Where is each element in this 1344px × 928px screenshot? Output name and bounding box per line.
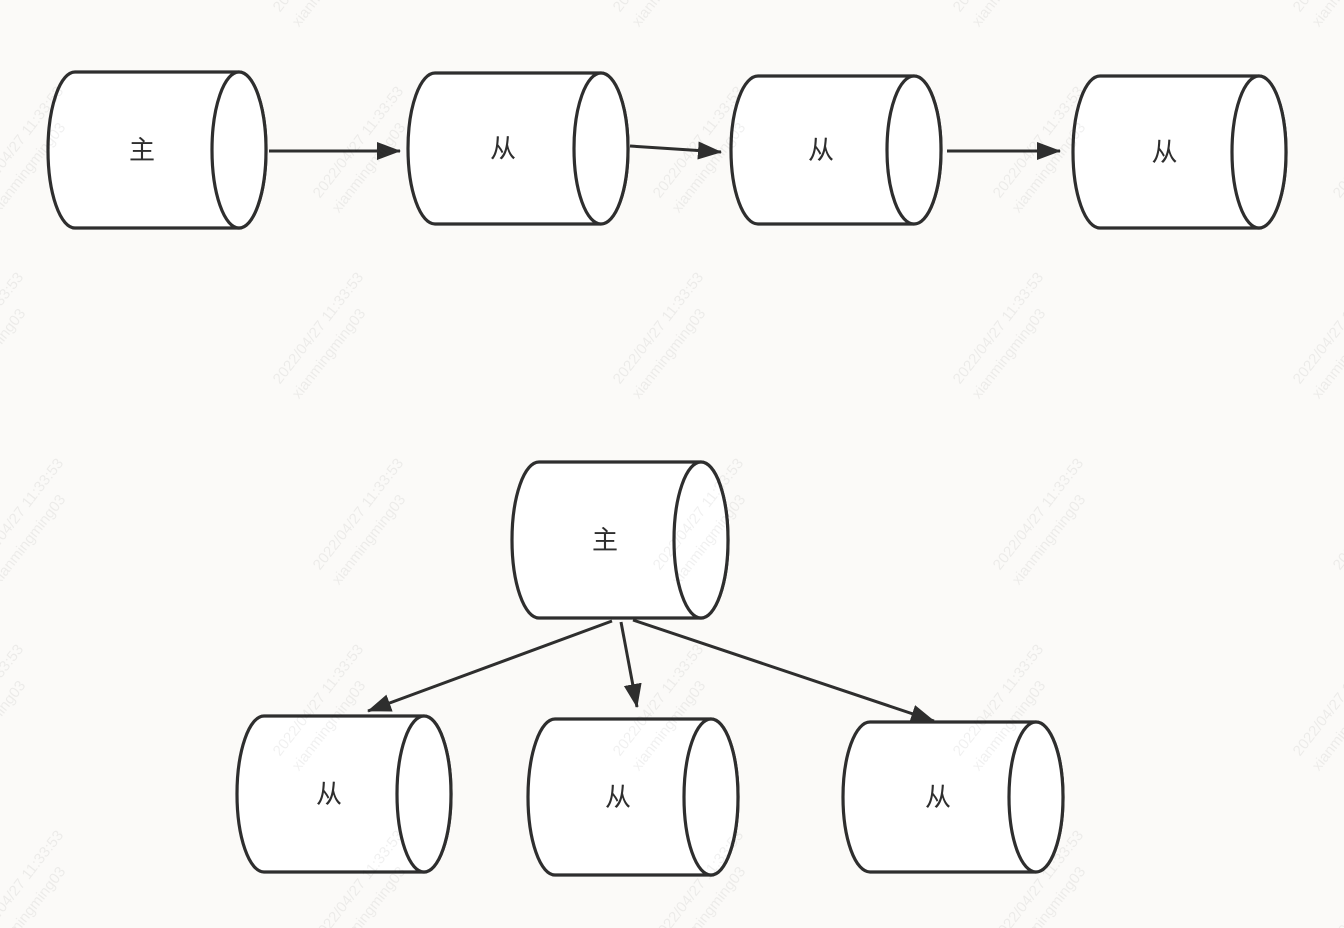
node-label: 从	[1151, 137, 1177, 167]
node-label: 从	[605, 782, 631, 812]
cylinder-end-cap	[1230, 74, 1288, 230]
cylinder-node-bottom-master: 主	[510, 460, 730, 620]
node-label: 从	[316, 779, 342, 809]
node-label: 从	[925, 782, 951, 812]
cylinder-end-cap	[210, 70, 268, 230]
cylinder-node-top-slave-3: 从	[1071, 74, 1288, 230]
cylinder-end-cap	[395, 714, 453, 874]
cylinder-node-bottom-slave-3: 从	[841, 720, 1065, 874]
edge-arrow-6	[632, 618, 935, 723]
cylinder-end-cap	[572, 71, 630, 226]
node-label: 主	[129, 135, 155, 165]
edge-arrow-2	[629, 141, 722, 160]
cylinder-end-cap	[1007, 720, 1065, 874]
cylinder-node-bottom-slave-2: 从	[526, 717, 740, 877]
node-label: 从	[490, 134, 516, 164]
edge-arrow-5	[619, 621, 642, 708]
cylinder-end-cap	[672, 460, 730, 620]
edge-arrow-4	[367, 619, 613, 713]
cylinder-end-cap	[682, 717, 740, 877]
node-label: 主	[592, 525, 618, 555]
cylinder-node-top-slave-2: 从	[729, 74, 943, 226]
cylinder-node-top-slave-1: 从	[406, 71, 630, 226]
cylinder-node-bottom-slave-1: 从	[235, 714, 453, 874]
cylinder-node-top-master: 主	[46, 70, 268, 230]
cylinder-end-cap	[885, 74, 943, 226]
node-label: 从	[808, 135, 834, 165]
